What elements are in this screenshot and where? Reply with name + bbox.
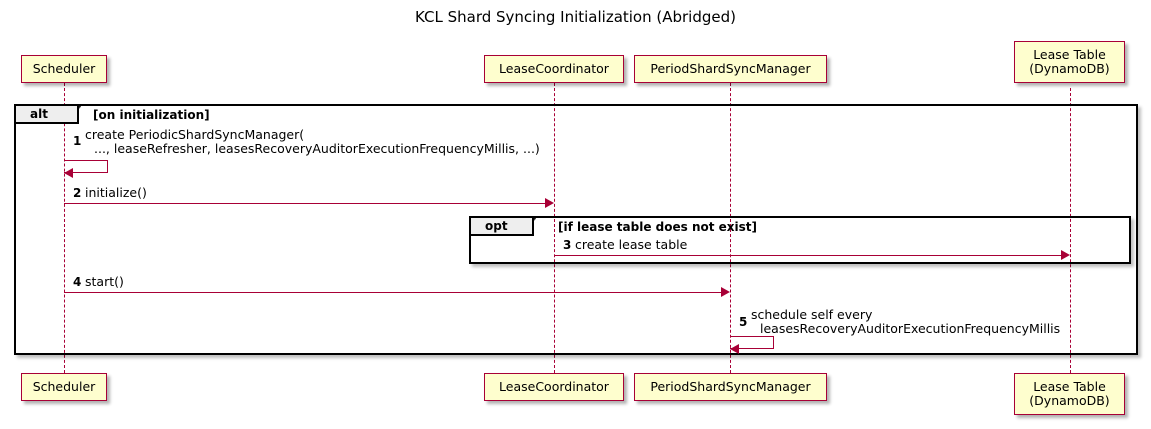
participant-scheduler-top[interactable]: Scheduler [21,55,107,83]
message-1-number: 1 [73,134,82,148]
alt-frame-tab: alt [16,106,79,124]
alt-frame-operator: alt [30,107,48,121]
message-4-label: start() [85,274,124,289]
message-5-label-line2: leasesRecoveryAuditorExecutionFrequencyM… [760,321,1061,336]
participant-scheduler-bottom-label: Scheduler [32,379,96,394]
opt-frame-guard: [if lease table does not exist] [558,220,758,234]
lifeline-scheduler [64,83,65,373]
participant-lease-table-top[interactable]: Lease Table (DynamoDB) [1014,41,1125,83]
opt-frame-operator: opt [485,219,508,233]
participant-scheduler-bottom[interactable]: Scheduler [21,373,107,401]
lifeline-lease-table [1070,88,1071,373]
participant-period-shard-sync-manager-top[interactable]: PeriodShardSyncManager [634,55,827,83]
participant-lease-coordinator-top[interactable]: LeaseCoordinator [484,55,624,83]
lifeline-lease-coordinator [554,83,555,373]
message-4-arrowhead [721,287,730,297]
participant-lease-table-bottom-label-line2: (DynamoDB) [1029,393,1110,408]
message-5-self-loop [730,336,774,349]
message-4-number: 4 [73,275,82,289]
message-4-line [64,292,722,293]
message-1-arrowhead [64,168,73,178]
message-2-label: initialize() [85,185,147,200]
lifeline-period-shard-sync-manager [730,83,731,373]
message-2-number: 2 [73,186,82,200]
participant-period-shard-sync-manager-top-label: PeriodShardSyncManager [650,61,811,76]
message-1-self-loop [64,160,108,173]
participant-lease-table-bottom-label-line1: Lease Table [1033,379,1106,394]
message-1-label-line2: ..., leaseRefresher, leasesRecoveryAudit… [94,141,540,156]
opt-frame-tab: opt [471,218,534,236]
message-5-number: 5 [739,315,748,329]
participant-lease-coordinator-bottom[interactable]: LeaseCoordinator [484,373,624,401]
participant-period-shard-sync-manager-bottom[interactable]: PeriodShardSyncManager [634,373,827,401]
message-3-number: 3 [563,238,572,252]
message-3-label: create lease table [575,237,688,252]
message-5-arrowhead [730,344,739,354]
message-2-line [64,203,546,204]
participant-lease-coordinator-top-label: LeaseCoordinator [499,61,609,76]
message-1-label-line1: create PeriodicShardSyncManager( [85,127,305,142]
message-2-arrowhead [545,198,554,208]
opt-frame: opt [469,216,1131,264]
participant-lease-table-top-label-line1: Lease Table [1033,47,1106,62]
message-3-line [554,255,1062,256]
message-3-arrowhead [1061,250,1070,260]
participant-scheduler-top-label: Scheduler [32,61,96,76]
message-5-label-line1: schedule self every [751,307,873,322]
participant-lease-table-top-label-line2: (DynamoDB) [1029,61,1110,76]
alt-frame-guard: [on initialization] [93,108,210,122]
diagram-title: KCL Shard Syncing Initialization (Abridg… [415,8,736,26]
alt-frame: alt [14,104,1138,355]
participant-period-shard-sync-manager-bottom-label: PeriodShardSyncManager [650,379,811,394]
participant-lease-coordinator-bottom-label: LeaseCoordinator [499,379,609,394]
participant-lease-table-bottom[interactable]: Lease Table (DynamoDB) [1014,373,1125,415]
